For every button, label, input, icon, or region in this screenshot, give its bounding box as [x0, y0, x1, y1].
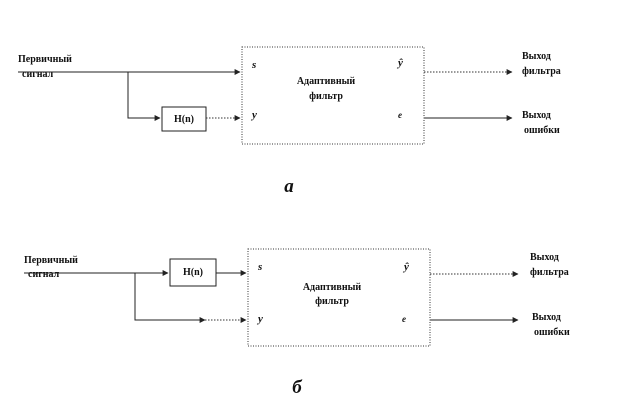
a-filter-title-line1: Адаптивный — [297, 76, 356, 87]
a-h-block — [161, 106, 207, 132]
a-port-yhat: ŷ — [396, 57, 403, 69]
a-out-error-line1: Выход — [522, 110, 551, 121]
a-adaptive-filter-box — [241, 46, 425, 145]
a-port-y: y — [250, 109, 257, 121]
a-h-block-label: H(n) — [174, 114, 194, 125]
a-port-e: e — [398, 110, 402, 120]
a-caption: а — [284, 176, 294, 197]
b-input-label-line2: сигнал — [28, 269, 60, 280]
a-branch-to-h — [127, 72, 161, 121]
b-branch-to-y — [134, 273, 206, 323]
a-input-label-line1: Первичный — [18, 54, 72, 65]
b-out-filter-line2: фильтра — [530, 267, 569, 278]
b-filter-title-line2: фильтр — [315, 296, 349, 307]
a-port-s: s — [251, 59, 256, 71]
b-port-s: s — [257, 261, 262, 273]
b-adaptive-filter-box — [247, 248, 431, 347]
a-input-label-line2: сигнал — [22, 69, 54, 80]
diagram-a: Первичный сигнал H(n) s y ŷ e Адаптивный… — [18, 46, 561, 197]
a-out-filter-line1: Выход — [522, 51, 551, 62]
b-input-label-line1: Первичный — [24, 255, 78, 266]
b-out-filter-line1: Выход — [530, 252, 559, 263]
b-out-error-line1: Выход — [532, 312, 561, 323]
b-port-yhat: ŷ — [402, 261, 409, 273]
diagram-b: Первичный сигнал H(n) s y ŷ e Адаптивный… — [24, 248, 570, 398]
a-out-error-line2: ошибки — [524, 125, 560, 136]
b-caption: б — [292, 377, 303, 398]
b-h-block — [169, 258, 217, 287]
a-out-filter-line2: фильтра — [522, 66, 561, 77]
b-port-e: e — [402, 314, 406, 324]
b-port-y: y — [256, 313, 263, 325]
a-filter-title-line2: фильтр — [309, 91, 343, 102]
b-out-error-line2: ошибки — [534, 327, 570, 338]
b-h-block-label: H(n) — [183, 267, 203, 278]
b-filter-title-line1: Адаптивный — [303, 282, 362, 293]
